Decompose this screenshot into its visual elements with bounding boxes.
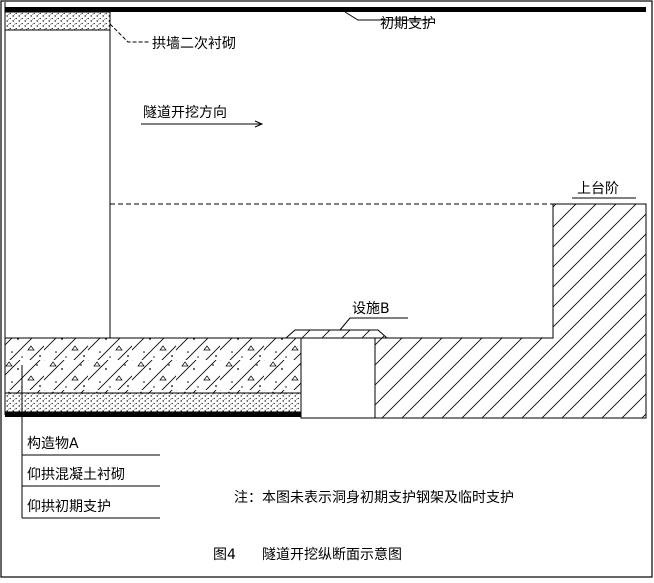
invert-concrete-lining-area <box>4 337 302 394</box>
upper-bench-label: 上台阶 <box>577 181 619 197</box>
rock-mass-hatched <box>374 203 647 419</box>
caption-title: 隧道开挖纵断面示意图 <box>262 546 402 563</box>
excavation-trench <box>300 338 376 419</box>
note-text: 注：本图未表示洞身初期支护钢架及临时支护 <box>234 489 514 506</box>
facility-b-label: 设施B <box>352 301 390 317</box>
lining-wall-column <box>4 29 111 339</box>
initial-support-label: 初期支护 <box>380 15 436 32</box>
arch-wall-lining-top <box>4 11 111 31</box>
structure-a-label: 构造物A <box>27 436 79 452</box>
invert-concrete-lining-label: 仰拱混凝土衬砌 <box>27 467 125 483</box>
excavation-direction-arrowhead <box>254 120 264 128</box>
top-initial-support-band <box>5 7 646 12</box>
caption-number: 图4 <box>213 547 236 563</box>
arch-wall-lining-label: 拱墙二次衬砌 <box>152 36 236 52</box>
invert-initial-support-area <box>4 392 302 413</box>
arch-wall-lining-leader <box>109 23 150 43</box>
facility-b-leader <box>339 317 408 331</box>
excavation-direction-label: 隧道开挖方向 <box>143 105 227 121</box>
initial-support-leader <box>344 11 430 21</box>
invert-initial-support-label: 仰拱初期支护 <box>27 498 111 515</box>
invert-support-black-band <box>5 412 301 417</box>
facility-b-shape <box>284 329 389 339</box>
